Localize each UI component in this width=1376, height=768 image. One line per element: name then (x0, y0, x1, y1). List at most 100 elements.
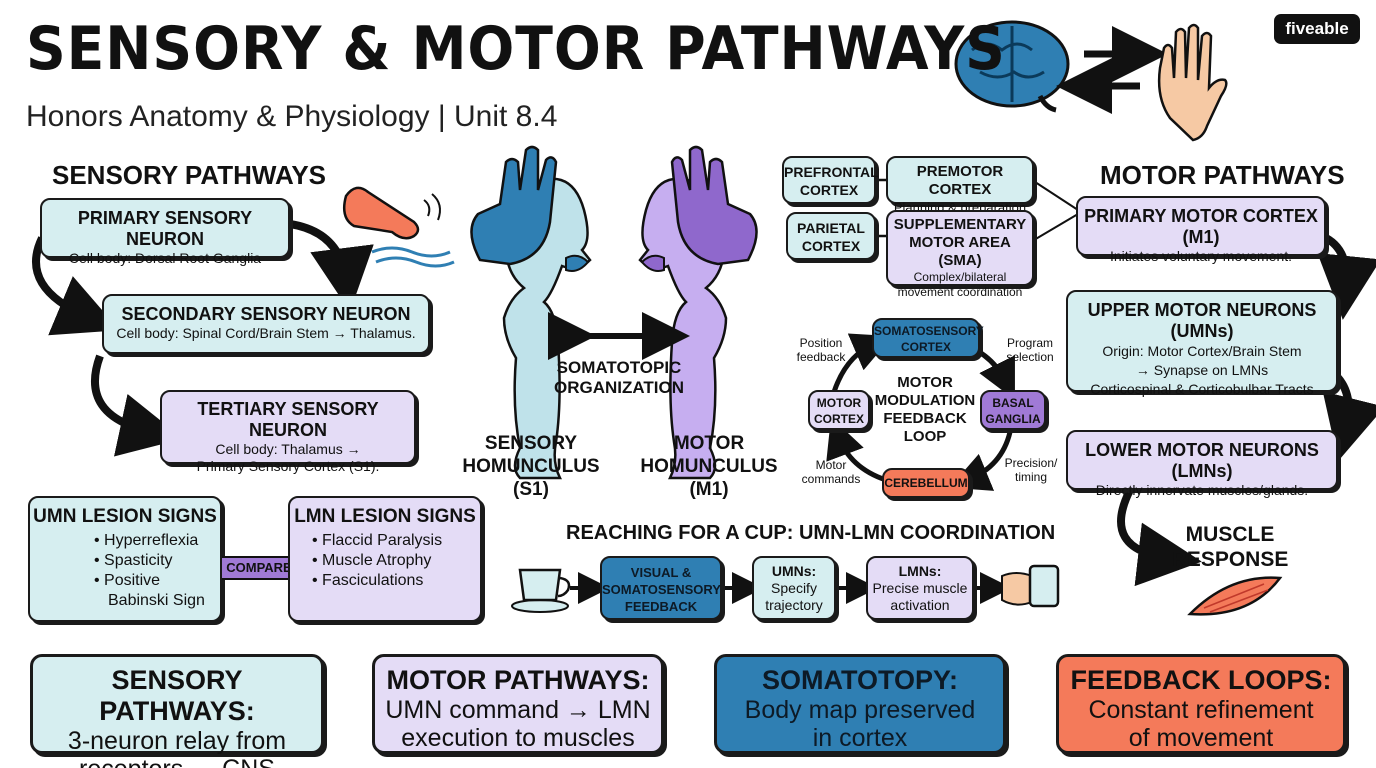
visual-feedback-box: VISUAL & SOMATOSENSORY FEEDBACK (600, 556, 722, 620)
secondary-sensory-title: SECONDARY SENSORY NEURON (121, 304, 411, 324)
summary-motor-title: MOTOR PATHWAYS: (386, 665, 650, 695)
basal-line-1: BASAL (992, 396, 1034, 410)
lmn-activation-box: LMNs: Precise muscle activation (866, 556, 974, 620)
primary-sensory-title: PRIMARY SENSORY NEURON (77, 208, 253, 249)
sensory-homunculus-line-3: (S1) (513, 479, 549, 500)
lmn-title: LOWER MOTOR NEURONS (LMNs) (1085, 440, 1319, 481)
arrow-left-loop (32, 236, 120, 336)
secondary-sensory-neuron-box: SECONDARY SENSORY NEURON Cell body: Spin… (102, 294, 430, 354)
tertiary-sensory-detail-1: Cell body: Thalamus → (215, 441, 361, 457)
program-line-1: Program (1006, 336, 1053, 350)
motor-homunculus-line-1: MOTOR (673, 433, 745, 454)
sensory-pathways-heading: SENSORY PATHWAYS (52, 160, 327, 190)
cup-umn-line-3: trajectory (765, 597, 823, 613)
summary-feedback-line-2: of movement (1128, 724, 1274, 752)
visual-line-3: FEEDBACK (624, 599, 698, 614)
secondary-sensory-detail: Cell body: Spinal Cord/Brain Stem → Thal… (116, 325, 416, 341)
sensory-homunculus-figure (470, 145, 592, 480)
premotor-cortex-box: PREMOTOR CORTEX Planning & preparation (886, 156, 1034, 215)
summary-sensory-line-2: receptors → CNS (33, 755, 321, 768)
arrow-secondary-to-tertiary (91, 354, 184, 457)
umn-sign-spasticity: Spasticity (94, 551, 220, 571)
compare-badge: COMPARE (222, 556, 296, 580)
lmn-sign-flaccid: Flaccid Paralysis (312, 531, 480, 551)
umn-sign-babinski: Babinski Sign (108, 592, 205, 609)
position-line-2: feedback (796, 350, 846, 364)
umn-lesion-signs-box: UMN LESION SIGNS Hyperreflexia Spasticit… (28, 496, 222, 622)
hand-icon (1157, 23, 1228, 142)
lmn-detail: Directly innervate muscles/glands. (1095, 482, 1309, 498)
cup-lmn-line-2: Precise muscle (872, 580, 968, 596)
supplementary-motor-area-box: SUPPLEMENTARY MOTOR AREA (SMA) Complex/b… (886, 210, 1034, 299)
primary-motor-cortex-box: PRIMARY MOTOR CORTEX (M1) Initiates volu… (1076, 196, 1326, 264)
summary-feedback-title: FEEDBACK LOOPS: (1070, 665, 1332, 695)
double-arrow-icon (1056, 26, 1168, 114)
primary-sensory-detail: Cell body: Dorsal Root Ganglia (68, 250, 262, 266)
basal-line-2: GANGLIA (985, 412, 1041, 426)
parietal-line-1: PARIETAL (797, 220, 865, 236)
cup-lmn-line-1: LMNs: (898, 563, 942, 579)
motor-cortex-line-2: CORTEX (813, 412, 864, 426)
lmn-lesion-list: Flaccid Paralysis Muscle Atrophy Fascicu… (312, 531, 480, 591)
position-feedback-label: Position feedback (790, 336, 852, 364)
commands-line-1: Motor (815, 458, 847, 472)
parietal-cortex-box: PARIETAL CORTEX (786, 212, 876, 260)
umn-title: UPPER MOTOR NEURONS (UMNs) (1087, 300, 1317, 341)
summary-motor-line-1: UMN command → LMN (385, 696, 651, 724)
cup-icon (511, 568, 571, 613)
finger-touch-icon (343, 186, 455, 268)
arrow-m1-to-umn (1317, 232, 1376, 320)
somatotopic-line-1: SOMATOTOPIC (556, 358, 682, 377)
somatosensory-line-2: CORTEX (900, 340, 951, 354)
motor-cortex-line-1: MOTOR (816, 396, 862, 410)
umn-lesion-title: UMN LESION SIGNS (33, 506, 217, 527)
m1-detail: Initiates voluntary movement. (1109, 248, 1293, 264)
cup-lmn-line-3: activation (890, 597, 950, 613)
m1-title: PRIMARY MOTOR CORTEX (M1) (1084, 206, 1318, 247)
summary-card-motor: MOTOR PATHWAYS: UMN command → LMN execut… (372, 654, 664, 754)
lmn-lesion-signs-box: LMN LESION SIGNS Flaccid Paralysis Muscl… (288, 496, 482, 622)
umn-sign-positive: Positive (94, 571, 220, 591)
muscle-response-line-1: MUSCLE (1185, 523, 1275, 546)
summary-somatotopy-line-1: Body map preserved (744, 696, 976, 724)
summary-card-somatotopy: SOMATOTOPY: Body map preserved in cortex (714, 654, 1006, 754)
upper-motor-neurons-box: UPPER MOTOR NEURONS (UMNs) Origin: Motor… (1066, 290, 1338, 397)
muscle-icon (1187, 576, 1283, 616)
motor-pathways-heading: MOTOR PATHWAYS (1100, 160, 1345, 190)
umn-sign-hyperreflexia: Hyperreflexia (94, 531, 220, 551)
page-subtitle: Honors Anatomy & Physiology | Unit 8.4 (26, 100, 558, 133)
premotor-title: PREMOTOR CORTEX (916, 163, 1004, 198)
cup-heading: REACHING FOR A CUP: UMN-LMN COORDINATION (566, 522, 1056, 544)
program-selection-label: Program selection (998, 336, 1062, 364)
brand-logo: fiveable (1274, 14, 1360, 44)
sma-detail-1: Complex/bilateral (913, 270, 1007, 284)
cortex-to-m1-lines (1031, 179, 1079, 241)
sma-detail-2: movement coordination (897, 285, 1023, 299)
summary-card-sensory: SENSORY PATHWAYS: 3-neuron relay from re… (30, 654, 324, 768)
umn-detail-2: → Synapse on LMNs (1135, 362, 1269, 378)
umn-detail-1: Origin: Motor Cortex/Brain Stem (1102, 343, 1302, 359)
hand-holding-cup-icon (1001, 564, 1060, 608)
somatotopic-organization-label: SOMATOTOPIC ORGANIZATION (552, 358, 686, 398)
arrow-primary-to-secondary (289, 220, 374, 312)
umn-trajectory-box: UMNs: Specify trajectory (752, 556, 836, 620)
page-title: SENSORY & MOTOR PATHWAYS (26, 14, 1006, 84)
sensory-homunculus-line-2: HOMUNCULUS (462, 456, 600, 477)
somatotopic-line-2: ORGANIZATION (553, 378, 684, 397)
program-line-2: selection (1006, 350, 1054, 364)
summary-sensory-title: SENSORY PATHWAYS: (99, 665, 255, 726)
precision-line-1: Precision/ (1004, 456, 1058, 470)
sma-line-1: SUPPLEMENTARY (893, 216, 1027, 233)
lower-motor-neurons-box: LOWER MOTOR NEURONS (LMNs) Directly inne… (1066, 430, 1338, 498)
commands-line-2: commands (801, 472, 861, 486)
lmn-sign-atrophy: Muscle Atrophy (312, 551, 480, 571)
motor-homunculus-figure (638, 145, 758, 480)
basal-ganglia-node: BASAL GANGLIA (980, 390, 1046, 430)
cup-umn-line-1: UMNs: (771, 563, 817, 579)
prefrontal-cortex-box: PREFRONTAL CORTEX (782, 156, 879, 204)
cup-umn-line-2: Specify (771, 580, 817, 596)
motor-commands-label: Motor commands (798, 458, 864, 486)
motor-homunculus-label: MOTOR HOMUNCULUS (M1) (636, 432, 782, 501)
prefrontal-line-2: CORTEX (799, 182, 859, 198)
